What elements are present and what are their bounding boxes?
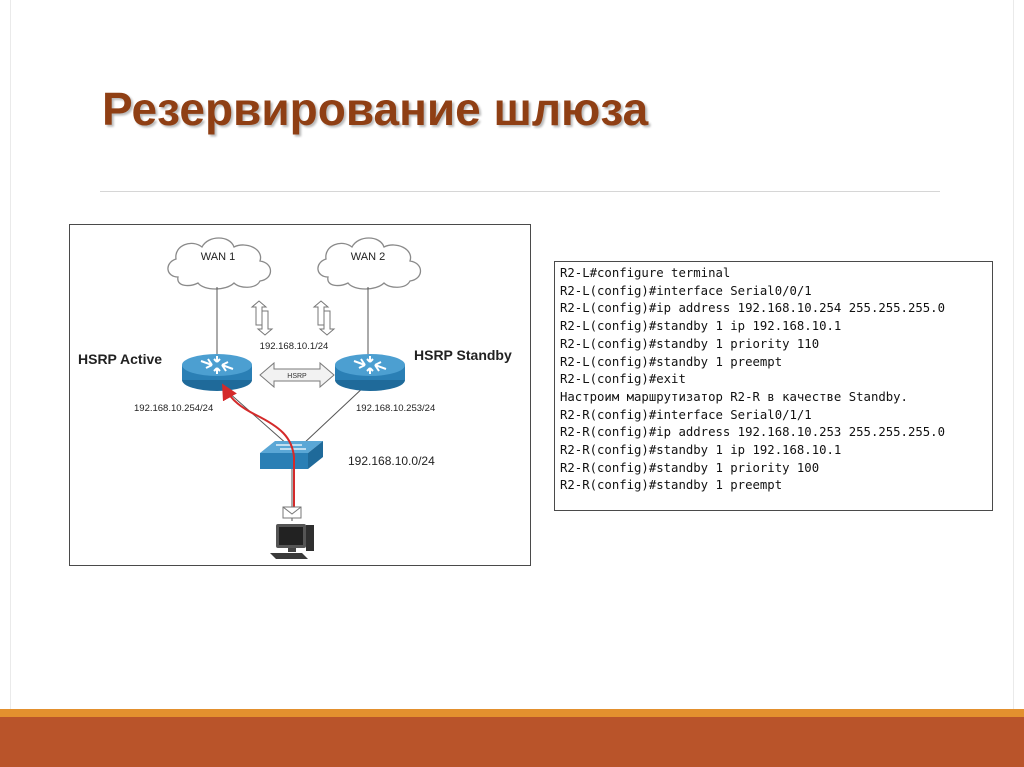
config-line: R2-L(config)#exit xyxy=(560,372,686,387)
hsrp-active-router-icon xyxy=(182,354,252,391)
standby-ip-label: 192.168.10.253/24 xyxy=(356,403,435,414)
config-line: R2-L(config)#interface Serial0/0/1 xyxy=(560,283,812,298)
wan2-label: WAN 2 xyxy=(351,251,385,263)
config-line: R2-R(config)#standby 1 preempt xyxy=(560,478,783,493)
active-ip-label: 192.168.10.254/24 xyxy=(134,403,213,414)
network-diagram: WAN 1 WAN 2 192.168.10.1/24 xyxy=(69,224,531,566)
hsrp-link-arrow-icon xyxy=(259,361,335,389)
config-line: R2-L(config)#standby 1 priority 110 xyxy=(560,336,820,351)
standby-switch-link xyxy=(301,384,367,446)
config-line: R2-R(config)#interface Serial0/1/1 xyxy=(560,407,812,422)
config-line: R2-L(config)#standby 1 preempt xyxy=(560,354,783,369)
hsrp-link-label: HSRP xyxy=(287,373,307,380)
traffic-path-arrow xyxy=(222,383,295,507)
config-line: R2-R(config)#ip address 192.168.10.253 2… xyxy=(560,425,945,440)
config-line: R2-L(config)#ip address 192.168.10.254 2… xyxy=(560,301,945,316)
page-title: Резервирование шлюза xyxy=(102,83,649,135)
envelope-icon xyxy=(282,506,302,519)
footer-accent-stripe xyxy=(0,709,1024,717)
pc-icon xyxy=(270,524,314,559)
virtual-ip-label: 192.168.10.1/24 xyxy=(260,341,329,352)
slide-right-edge xyxy=(1013,0,1014,709)
config-line: Настроим маршрутизатор R2-R в качестве S… xyxy=(560,389,908,404)
hsrp-active-label: HSRP Active xyxy=(78,351,162,367)
wan2-cloud-icon xyxy=(317,237,422,290)
title-divider xyxy=(100,191,940,192)
updown-arrows-icon xyxy=(250,300,336,336)
hsrp-standby-router-icon xyxy=(335,354,405,391)
wan1-label: WAN 1 xyxy=(201,251,235,263)
config-line: R2-R(config)#standby 1 priority 100 xyxy=(560,460,820,475)
footer-bar xyxy=(0,717,1024,767)
config-line: R2-R(config)#standby 1 ip 192.168.10.1 xyxy=(560,443,842,458)
config-line: R2-L#configure terminal xyxy=(560,266,731,280)
lan-subnet-label: 192.168.10.0/24 xyxy=(348,454,435,468)
config-line: R2-L(config)#standby 1 ip 192.168.10.1 xyxy=(560,319,842,334)
hsrp-standby-label: HSRP Standby xyxy=(414,347,512,363)
wan1-cloud-icon xyxy=(167,237,272,290)
slide-left-edge xyxy=(10,0,11,709)
